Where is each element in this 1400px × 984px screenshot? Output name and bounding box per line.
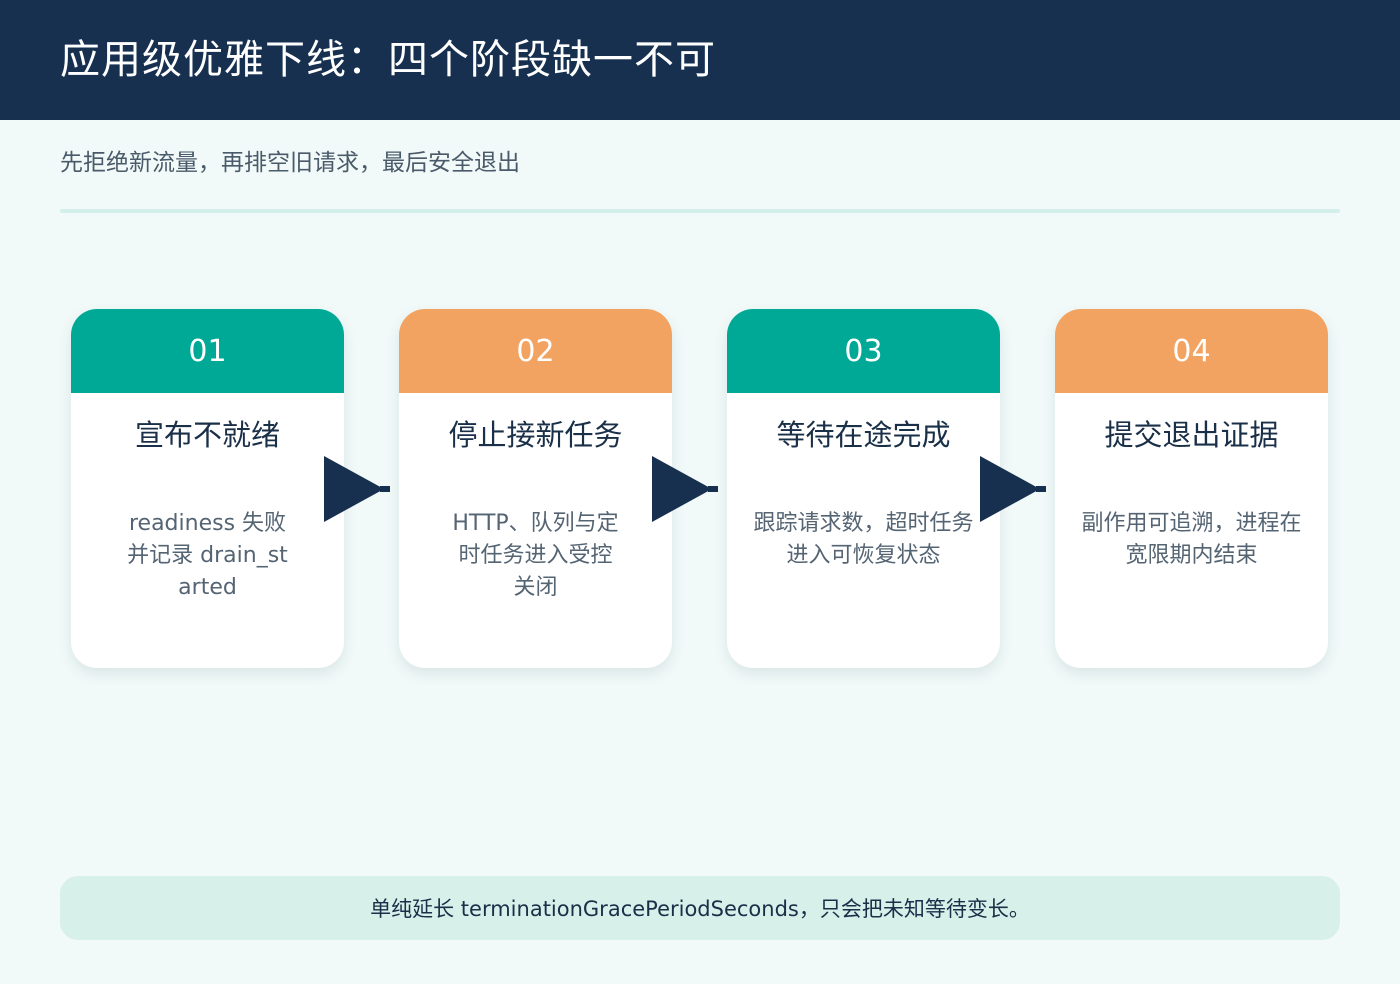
arrow-right-icon [652, 456, 718, 522]
page-subtitle: 先拒绝新流量，再排空旧请求，最后安全退出 [60, 150, 520, 176]
header-bar: 应用级优雅下线：四个阶段缺一不可 [0, 0, 1400, 120]
arrow-right-icon [324, 456, 390, 522]
step-description: 副作用可追溯，进程在宽限期内结束 [1081, 511, 1302, 568]
step-description: HTTP、队列与定时任务进入受控关闭 [452, 511, 619, 600]
step-card-4: 04 提交退出证据 副作用可追溯，进程在宽限期内结束 [1055, 309, 1328, 668]
step-number-badge: 01 [71, 309, 344, 393]
page-title: 应用级优雅下线：四个阶段缺一不可 [60, 37, 716, 83]
step-card-2: 02 停止接新任务 HTTP、队列与定时任务进入受控关闭 [399, 309, 672, 668]
step-number-badge: 02 [399, 309, 672, 393]
step-card-3: 03 等待在途完成 跟踪请求数，超时任务进入可恢复状态 [727, 309, 1000, 668]
step-description: readiness 失败并记录 drain_started [127, 511, 288, 600]
step-title: 等待在途完成 [776, 418, 951, 452]
step-description: 跟踪请求数，超时任务进入可恢复状态 [753, 511, 974, 568]
step-title: 停止接新任务 [448, 418, 623, 452]
divider [60, 209, 1340, 213]
step-card-1: 01 宣布不就绪 readiness 失败并记录 drain_started [71, 309, 344, 668]
step-number-badge: 04 [1055, 309, 1328, 393]
step-title: 提交退出证据 [1104, 418, 1279, 452]
arrow-right-icon [980, 456, 1046, 522]
step-number-badge: 03 [727, 309, 1000, 393]
step-title: 宣布不就绪 [134, 418, 280, 452]
footer-note: 单纯延长 terminationGracePeriodSeconds，只会把未知… [60, 876, 1340, 940]
